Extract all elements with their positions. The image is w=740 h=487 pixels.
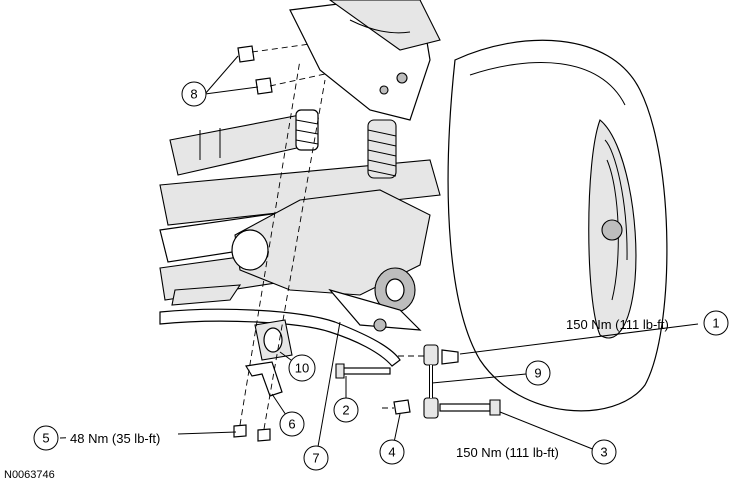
callout-7-number: 7: [312, 451, 319, 466]
figure-id: N0063746: [4, 469, 55, 481]
callout-6-number: 6: [288, 417, 295, 432]
stabilizer-bushing: [254, 319, 293, 361]
callout-7: 7: [303, 445, 329, 471]
callout-2: 2: [333, 397, 359, 423]
nut-4: [382, 399, 411, 415]
callout-5: 5 48 Nm (35 lb-ft): [33, 425, 178, 451]
callout-8-number: 8: [190, 87, 197, 102]
callout-5-number: 5: [42, 431, 49, 446]
callout-3-torque: 150 Nm (111 lb-ft): [456, 445, 559, 460]
bracket-bolt-lower: [255, 77, 273, 95]
bracket-bolt-upper: [237, 45, 255, 63]
stabilizer-link: [423, 344, 439, 419]
tire: [447, 39, 668, 412]
callout-9: 9: [525, 360, 551, 386]
callout-4-number: 4: [388, 445, 395, 460]
callout-4: 4: [379, 439, 405, 465]
callout-6: 6: [279, 411, 305, 437]
bracket-bolt-bottom-left: [233, 424, 247, 438]
link-upper-nut: [398, 349, 459, 365]
callout-1-number: 1: [712, 316, 719, 331]
bolt-2: [335, 363, 391, 379]
link-lower-bolt: [439, 399, 501, 416]
callout-1-torque: 150 Nm (111 lb-ft): [566, 317, 669, 332]
callout-9-number: 9: [534, 366, 541, 381]
axle-housing: [231, 189, 431, 332]
callout-10: 10: [288, 354, 316, 382]
callout-8: 8: [181, 81, 207, 107]
bracket-bolt-bottom-right: [257, 428, 271, 442]
callout-2-number: 2: [342, 403, 349, 418]
coil-spring: [295, 109, 397, 179]
callout-3: 150 Nm (111 lb-ft) 3: [456, 439, 617, 465]
callout-10-number: 10: [295, 361, 309, 376]
callout-1: 150 Nm (111 lb-ft) 1: [566, 310, 729, 336]
callout-5-torque: 48 Nm (35 lb-ft): [70, 431, 160, 446]
bushing-bracket: [245, 361, 283, 397]
callout-3-number: 3: [600, 445, 607, 460]
upper-structure: [289, 0, 441, 121]
